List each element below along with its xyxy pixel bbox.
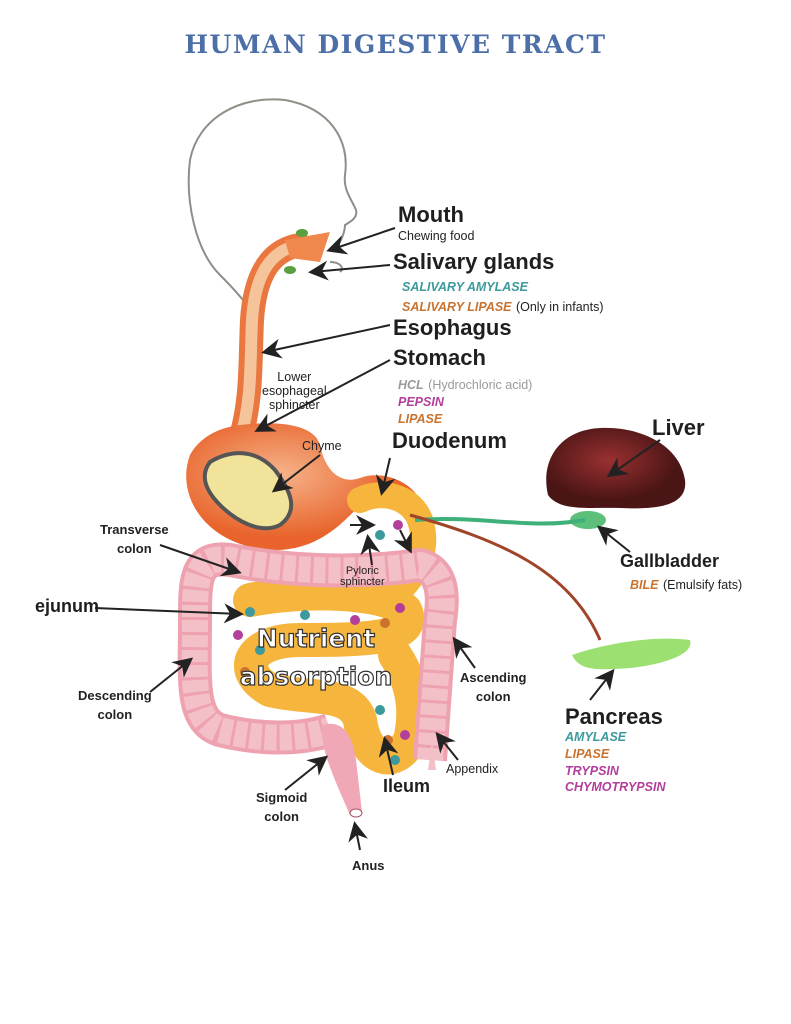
les-line-2: esophageal <box>262 384 327 398</box>
label-mouth: Mouth <box>398 202 464 227</box>
transverse-line-2: colon <box>117 541 152 556</box>
pyloric-line-1: Pyloric <box>345 565 379 577</box>
nutrient-line-2: absorption <box>239 661 393 691</box>
sigmoid-line-2: colon <box>264 809 299 824</box>
les-line-3: sphincter <box>268 398 320 412</box>
label-appendix: Appendix <box>446 762 499 776</box>
label-pancreas: Pancreas <box>565 704 663 729</box>
label-transverse-colon: Transverse colon <box>100 520 169 558</box>
label-jejunum: ejunum <box>35 596 100 616</box>
enzyme-trypsin: TRYPSIN <box>565 764 619 778</box>
ascending-line-2: colon <box>475 689 511 704</box>
diagram-title: HUMAN DIGESTIVE TRACT <box>184 30 607 59</box>
descending-line-2: colon <box>97 707 133 722</box>
nutrient-line-1: Nutrient <box>256 623 376 653</box>
hcl-note: (Hydrochloric acid) <box>428 378 533 392</box>
label-lower-esophageal-sphincter: Lower esophageal sphincter <box>262 370 327 412</box>
label-anus: Anus <box>352 858 385 873</box>
enzyme-stomach-lipase: LIPASE <box>398 412 443 426</box>
pyloric-line-2: sphincter <box>340 576 385 588</box>
enzyme-salivary-lipase: SALIVARY LIPASE <box>402 300 512 314</box>
label-ascending-colon: Ascending colon <box>460 668 526 706</box>
ascending-line-1: Ascending <box>460 670 527 685</box>
sigmoid-shape <box>321 723 362 815</box>
label-duodenum: Duodenum <box>392 428 507 453</box>
label-pyloric-sphincter: Pyloric sphincter <box>340 566 385 588</box>
enzyme-salivary-amylase: SALIVARY AMYLASE <box>402 280 528 294</box>
salivary-lipase-note: (Only in infants) <box>515 300 604 314</box>
label-esophagus: Esophagus <box>393 315 512 340</box>
enzyme-bile: BILE <box>630 578 659 592</box>
enzyme-lipase: LIPASE <box>565 747 610 761</box>
label-nutrient-absorption: Nutrient absorption <box>236 620 396 696</box>
enzyme-pepsin: PEPSIN <box>398 395 444 409</box>
label-sigmoid-colon: Sigmoid colon <box>256 788 307 826</box>
enzyme-amylase: AMYLASE <box>565 730 627 744</box>
label-descending-colon: Descending colon <box>78 686 152 724</box>
enzyme-salivary-lipase-line: SALIVARY LIPASE (Only in infants) <box>402 298 604 316</box>
transverse-line-1: Transverse <box>100 522 169 537</box>
label-gallbladder: Gallbladder <box>620 551 720 571</box>
les-line-1: Lower <box>277 370 312 384</box>
enzyme-chymotrypsin: CHYMOTRYPSIN <box>565 780 666 794</box>
label-ileum: Ileum <box>383 776 431 796</box>
sigmoid-line-1: Sigmoid <box>256 790 308 805</box>
descending-line-1: Descending <box>78 688 152 703</box>
gallbladder-shape <box>570 511 606 529</box>
label-mouth-note: Chewing food <box>398 229 475 243</box>
pancreas-shape <box>572 638 691 670</box>
head-outline <box>187 98 358 346</box>
label-chyme: Chyme <box>302 439 342 453</box>
enzyme-hcl: HCL <box>398 378 424 392</box>
label-stomach: Stomach <box>393 345 486 370</box>
bile-note: (Emulsify fats) <box>662 578 743 592</box>
bile-line: BILE (Emulsify fats) <box>630 576 742 594</box>
enzyme-hcl-line: HCL (Hydrochloric acid) <box>398 376 532 394</box>
label-salivary-glands: Salivary glands <box>393 249 555 274</box>
label-liver: Liver <box>652 415 705 440</box>
appendix-shape <box>428 740 436 770</box>
